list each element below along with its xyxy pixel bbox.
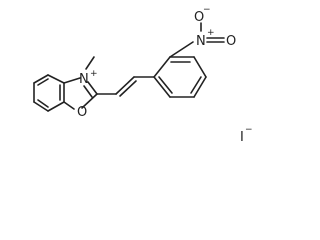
bond-ring-5	[33, 101, 49, 112]
bond-ph-6	[153, 76, 171, 98]
bond-vinyl-outer	[115, 76, 135, 95]
bond-ring-nitro	[169, 41, 194, 58]
nitro-group	[169, 22, 225, 58]
charge-iodide: −	[245, 125, 253, 135]
atom-n-methyl: N	[79, 72, 89, 87]
charge-n-nitro: +	[207, 28, 215, 38]
bond-ph-3	[193, 56, 207, 78]
charge-o-nitro-top: −	[203, 5, 211, 15]
bond-c2-o	[81, 93, 98, 109]
bond-n-methyl	[85, 56, 95, 70]
bond-c-n	[63, 77, 81, 84]
nitrophenyl-ring	[153, 56, 207, 98]
atom-o-nitro-top: O	[194, 10, 204, 25]
bond-ring-double-1	[37, 78, 49, 86]
bond-n-c2-outer	[87, 81, 98, 95]
bond-ring-1	[33, 74, 49, 84]
bond-ph-4	[193, 76, 207, 98]
atom-o-ring: O	[77, 105, 87, 120]
atom-n-nitro: N	[196, 34, 206, 49]
bond-o-c	[63, 101, 75, 110]
charge-n-methyl: +	[90, 69, 98, 79]
bond-ph-double-3	[158, 76, 173, 94]
chemical-structure-diagram: N + O N + O − O I −	[33, 5, 253, 145]
benzoxazole-benzene-ring	[33, 74, 65, 112]
atom-iodide: I	[240, 130, 244, 145]
bond-vinyl-inner	[119, 80, 137, 97]
oxazolium-ring	[63, 77, 98, 110]
bond-ring-2	[47, 74, 65, 84]
bond-ph-double-2	[190, 76, 202, 94]
vinyl-linker	[96, 76, 155, 97]
bond-ring-4	[47, 101, 65, 112]
bond-n-c2-inner	[83, 85, 93, 98]
bond-ph-1	[153, 56, 171, 78]
bond-ring-double-3	[37, 99, 49, 108]
atom-o-nitro-right: O	[226, 34, 236, 49]
